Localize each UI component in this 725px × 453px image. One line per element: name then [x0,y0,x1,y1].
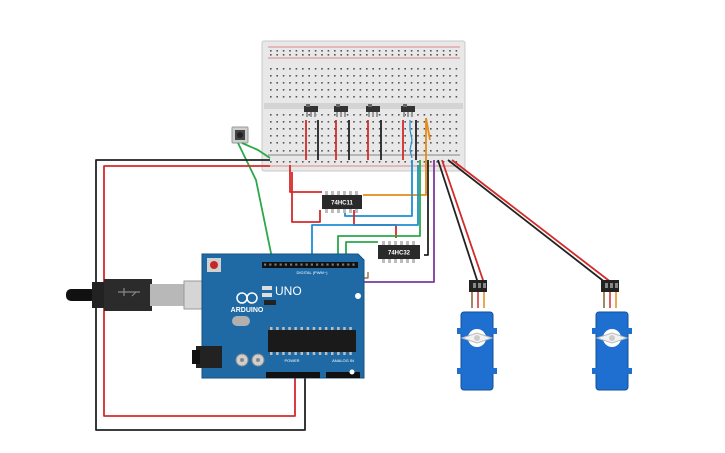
slide-switch-3[interactable] [366,104,380,117]
slide-switch-2[interactable] [334,104,348,117]
wire-button-to-arduino [237,142,273,259]
wire-servo1-gnd [437,159,479,284]
chip-74hc11-label: 74HC11 [331,201,353,207]
wire-servo2-vcc [451,159,613,284]
wire-green-arduino [337,160,421,262]
power-header [266,372,320,378]
wire-servo1-vcc [441,159,485,284]
jumper-blue-short [409,120,413,159]
wire-chip1-vcc [289,165,322,193]
analog-label: ANALOG IN [332,358,354,363]
power-label: POWER [284,358,299,363]
model-label: UNO [275,284,302,298]
analog-header [326,372,360,378]
wire-chip1-red2 [291,172,321,223]
slide-switch-1[interactable] [304,104,318,117]
digital-header [262,262,358,268]
chip-74hc32-label: 74HC32 [388,251,411,257]
atmega-chip [268,330,356,352]
wire-chip2-black [424,160,429,256]
chip-74hc11: 74HC11 [322,191,362,213]
wire-chip1-to-chip2 [353,210,397,238]
digital-label: DIGITAL (PWM~) [297,270,329,275]
breadboard [261,40,466,172]
arduino-uno-board: DIGITAL (PWM~) ARDUINO UNO POWER ANALOG … [192,253,365,379]
slide-switch-4[interactable] [401,104,415,117]
brand-label: ARDUINO [231,307,264,314]
power-jack [196,346,222,368]
wire-gnd-loop [95,159,306,431]
chip-74hc32: 74HC32 [378,241,420,263]
servo-motor-2[interactable] [592,280,632,391]
breadboard-holes [270,50,458,163]
wire-5v-loop [103,165,296,417]
wire-button-green [241,142,271,159]
wire-servo2-gnd [447,159,607,284]
pushbutton-icon[interactable] [231,126,249,144]
servo-motor-1[interactable] [457,280,497,391]
wire-chip1-orange [363,118,427,196]
wire-blue-arduino [311,165,419,262]
reset-button[interactable] [210,261,218,269]
arduino-logo-icon [236,292,258,304]
usb-plug-icon [66,279,223,311]
